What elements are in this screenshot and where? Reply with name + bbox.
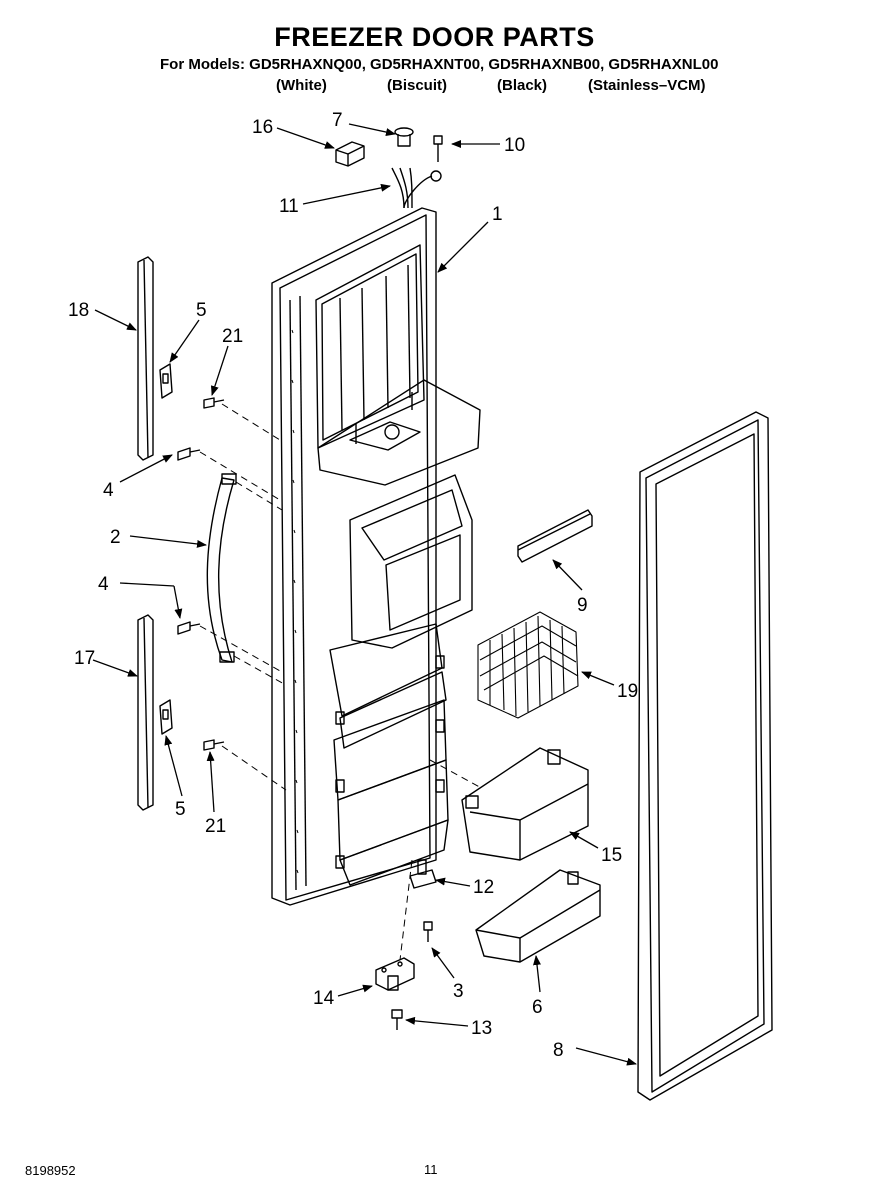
callout-14: 14 [313,988,335,1009]
document-number: 8198952 [25,1163,76,1178]
callout-2: 2 [110,527,121,548]
variant-black: (Black) [497,77,548,94]
model-list: For Models: GD5RHAXNQ00, GD5RHAXNT00, GD… [160,56,719,73]
page-number: 11 [424,1162,438,1177]
callout-13: 13 [471,1018,492,1039]
trim-clip-lower [159,699,173,735]
lower-hinge [375,957,415,991]
door-handle [206,473,237,663]
trim-strip-lower [137,614,154,811]
callout-19: 19 [617,681,638,702]
trim-cap [517,509,593,563]
hinge-mount-screw [391,1009,403,1030]
callout-4-lower: 4 [98,574,109,595]
variant-biscuit: (Biscuit) [387,77,447,94]
callout-16: 16 [252,117,273,138]
page-title: FREEZER DOOR PARTS [274,22,595,52]
trim-strip-upper [137,256,154,461]
handle-screw-upper [177,447,201,461]
callout-11: 11 [279,196,299,217]
wire-harness [391,167,442,209]
callout-6: 6 [532,997,543,1018]
callout-8: 8 [553,1040,564,1061]
trim-clip-upper [159,363,173,399]
callout-15: 15 [601,845,622,866]
trim-screw-upper [203,397,225,409]
callout-12: 12 [473,877,494,898]
wire-connector [335,141,365,167]
callout-5-lower: 5 [175,799,186,820]
door-panel [271,207,481,906]
callout-9: 9 [577,595,588,616]
callout-5-upper: 5 [196,300,207,321]
handle-screw-lower [177,621,201,635]
callout-1: 1 [492,204,503,225]
callout-10: 10 [504,135,525,156]
ground-screw [433,135,443,162]
variant-white: (White) [276,77,327,94]
callout-21-lower: 21 [205,816,226,837]
wire-basket [477,611,579,719]
callout-18: 18 [68,300,89,321]
callout-17: 17 [74,648,95,669]
callout-3: 3 [453,981,464,1002]
callout-7: 7 [332,110,343,131]
plug-button [394,127,414,147]
trim-screw-lower [203,739,225,751]
door-gasket [637,411,773,1101]
door-bin-upper [461,747,589,861]
door-bin-lower [475,869,601,963]
variant-stainless: (Stainless–VCM) [588,77,706,94]
callout-4-upper: 4 [103,480,114,501]
model-variants: (White) (Biscuit) (Black) (Stainless–VCM… [0,77,869,97]
callout-21-upper: 21 [222,326,243,347]
hinge-screw [423,921,433,942]
